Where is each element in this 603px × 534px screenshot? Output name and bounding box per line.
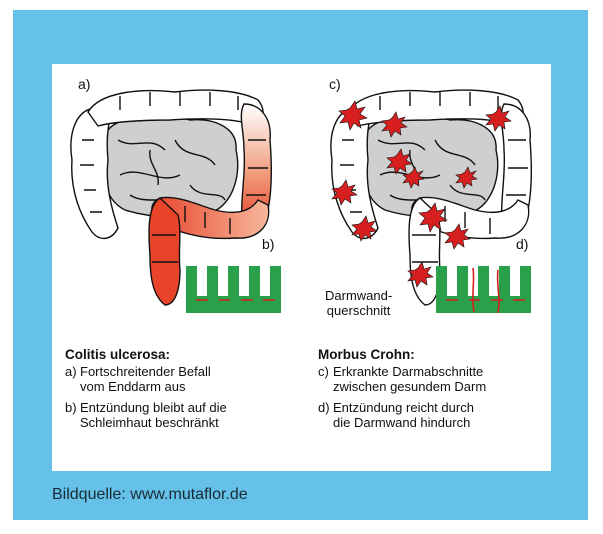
colitis-title: Colitis ulcerosa: [65, 347, 170, 362]
colon-colitis [71, 90, 271, 305]
crohn-item-c: c) Erkrankte Darmabschnitte zwischen ges… [318, 364, 486, 394]
crohn-item-d-key: d) [318, 400, 333, 430]
crohn-item-c-key: c) [318, 364, 333, 394]
colitis-item-a: a) Fortschreitender Befall vom Enddarm a… [65, 364, 211, 394]
crohn-title: Morbus Crohn: [318, 347, 415, 362]
crohn-item-d: d) Entzündung reicht durch die Darmwand … [318, 400, 474, 430]
wall-section-b [186, 266, 281, 313]
crohn-item-d-text: Entzündung reicht durch die Darmwand hin… [333, 400, 474, 430]
wall-section-d [436, 266, 531, 313]
colitis-item-b: b) Entzündung bleibt auf die Schleimhaut… [65, 400, 227, 430]
label-c: c) [329, 76, 341, 92]
label-a: a) [78, 76, 90, 92]
label-d: d) [516, 236, 528, 252]
colitis-item-a-text: Fortschreitender Befall vom Enddarm aus [80, 364, 211, 394]
label-b: b) [262, 236, 274, 252]
colitis-item-b-text: Entzündung bleibt auf die Schleimhaut be… [80, 400, 227, 430]
cross-section-label: Darmwand- querschnitt [325, 288, 392, 318]
source-caption: Bildquelle: www.mutaflor.de [52, 486, 248, 504]
crohn-item-c-text: Erkrankte Darmabschnitte zwischen gesund… [333, 364, 486, 394]
colitis-item-a-key: a) [65, 364, 80, 394]
colitis-item-b-key: b) [65, 400, 80, 430]
